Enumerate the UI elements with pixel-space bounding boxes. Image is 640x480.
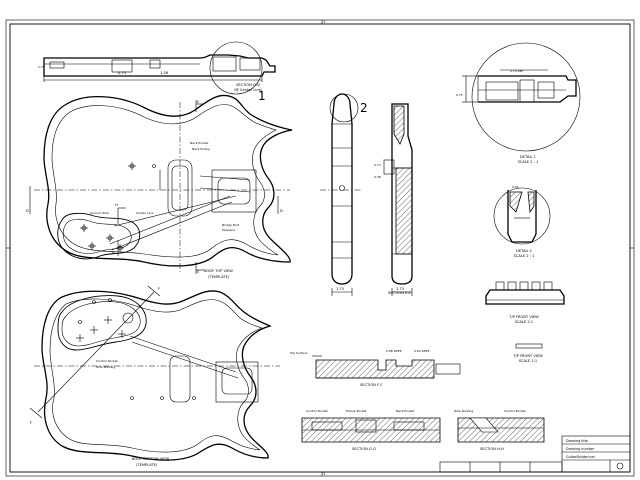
detail-1-view: 0.75 2.75 REF DETAIL 1 SCALE 2 : 1 bbox=[456, 42, 581, 164]
wire-routing-note: Wire Routing bbox=[96, 365, 115, 369]
neck-pocket-note: Neck Pocket bbox=[190, 141, 209, 145]
section-f-title: SECTION F-F bbox=[360, 383, 382, 387]
svg-text:0.50: 0.50 bbox=[512, 185, 519, 189]
section-d-right-marker: D bbox=[280, 209, 283, 213]
section-e-view: 2 1.75 0.73 0.38 1.75 SECTION E-E bbox=[320, 93, 413, 296]
svg-text:0.73: 0.73 bbox=[374, 163, 381, 167]
svg-text:1.75: 1.75 bbox=[396, 287, 404, 291]
section-f-view: Top Surface 0.88 DEEP 0.63 DEEP SECTION … bbox=[289, 349, 461, 387]
svg-text:0.88 DEEP: 0.88 DEEP bbox=[386, 349, 402, 353]
tp-front-view: T/P FRONT VIEW SCALE 2:1 T/P FRONT VIEW … bbox=[485, 281, 565, 363]
control-pocket-note: Control Pocket bbox=[96, 359, 118, 363]
title-block-line2: Drawing number bbox=[566, 447, 595, 451]
svg-text:0.63 DEEP: 0.63 DEEP bbox=[414, 349, 430, 353]
control-pocket-h-note: Control Pocket bbox=[504, 409, 526, 413]
detail-2-title: DETAIL 2 bbox=[516, 249, 532, 253]
section-d-view: 0.75 1.38 1.75 SECTION D-D (@ Center Lin… bbox=[38, 41, 276, 103]
bottom-view-subtitle: (TEMPLATE) bbox=[136, 463, 158, 467]
neck-pickup-note: Neck Pickup bbox=[192, 147, 210, 151]
title-block-line1: Drawing title bbox=[566, 439, 588, 443]
section-h-view: Wire Routing Control Pocket SECTION H-H bbox=[454, 409, 545, 451]
neck-pocket-g-note: Neck Pocket bbox=[396, 409, 415, 413]
wire-routing-h-note: Wire Routing bbox=[454, 409, 473, 413]
section-h-top-marker: H bbox=[115, 203, 118, 207]
center-line-note: Center Line bbox=[136, 211, 153, 215]
section-h-bottom-marker: H bbox=[112, 251, 115, 255]
projection-symbol-icon bbox=[616, 462, 624, 470]
svg-text:0.75: 0.75 bbox=[456, 93, 463, 97]
top-view-title: BODY TOP VIEW bbox=[204, 269, 233, 273]
top-view-subtitle: (TEMPLATE) bbox=[208, 275, 230, 279]
detail-2-view: 0.50 DETAIL 2 SCALE 2 : 1 bbox=[493, 185, 551, 258]
bottom-view-title: BODY BOTTOM VIEW bbox=[132, 457, 170, 461]
section-g-title: SECTION G-G bbox=[352, 447, 376, 451]
title-block-line3: GuitarBuilder.net bbox=[566, 455, 596, 459]
tp-front-scale: SCALE 2:1 bbox=[515, 320, 533, 324]
svg-text:0.75: 0.75 bbox=[118, 71, 126, 75]
top-surface-note: Top Surface bbox=[289, 351, 308, 355]
tailpiece-note: Tailpiece bbox=[221, 228, 235, 232]
body-bottom-view: F F Control Pocket Wire Routing BODY BOT… bbox=[29, 285, 280, 467]
title-block: Drawing title Drawing number GuitarBuild… bbox=[439, 435, 631, 473]
pickup-pocket-g-note: Pickup Pocket bbox=[346, 409, 367, 413]
section-e-bottom-marker: E bbox=[197, 270, 200, 274]
section-f-top-marker: F bbox=[158, 287, 160, 291]
ground-wire-note: Ground Wire bbox=[90, 211, 109, 215]
section-d-subtitle: (@ Center Line) bbox=[234, 88, 263, 92]
detail-2-circle bbox=[329, 93, 359, 123]
section-f-bottom-marker: F bbox=[30, 421, 32, 425]
control-pocket-g-note: Control Pocket bbox=[306, 409, 328, 413]
svg-text:2.75 REF: 2.75 REF bbox=[510, 69, 524, 73]
bottom-edge-marker: 1 bbox=[323, 472, 325, 476]
detail-1-circle bbox=[209, 41, 263, 95]
tp-front-small-title: T/P FRONT VIEW bbox=[512, 354, 543, 358]
detail-1-title: DETAIL 1 bbox=[520, 155, 536, 159]
section-e-top-marker: E bbox=[197, 100, 200, 104]
tp-front-title: T/P FRONT VIEW bbox=[508, 315, 539, 319]
svg-text:1.75: 1.75 bbox=[336, 287, 344, 291]
section-h-title: SECTION H-H bbox=[480, 447, 504, 451]
detail-2-callout: 2 bbox=[360, 101, 368, 115]
detail-1-callout: 1 bbox=[258, 89, 266, 103]
sheet-border: 1 1 bbox=[5, 19, 635, 477]
detail-2-scale: SCALE 2 : 1 bbox=[514, 254, 535, 258]
section-e-title: SECTION E-E bbox=[388, 291, 412, 295]
section-g-view: Control Pocket Pickup Pocket Neck Pocket… bbox=[301, 409, 441, 451]
svg-text:1.38: 1.38 bbox=[160, 71, 169, 75]
detail-1-scale: SCALE 2 : 1 bbox=[518, 160, 539, 164]
top-edge-marker: 1 bbox=[323, 20, 325, 24]
section-d-left-marker: D bbox=[26, 209, 29, 213]
section-d-title: SECTION D-D bbox=[236, 83, 260, 87]
svg-text:1.75: 1.75 bbox=[38, 65, 45, 69]
body-top-view: E E D D H H Neck Pocket Neck Pickup Brid… bbox=[26, 94, 293, 279]
svg-text:0.38: 0.38 bbox=[374, 175, 381, 179]
bridge-post-note: Bridge Post bbox=[222, 223, 240, 227]
tp-front-small-scale: SCALE 1:1 bbox=[519, 359, 537, 363]
